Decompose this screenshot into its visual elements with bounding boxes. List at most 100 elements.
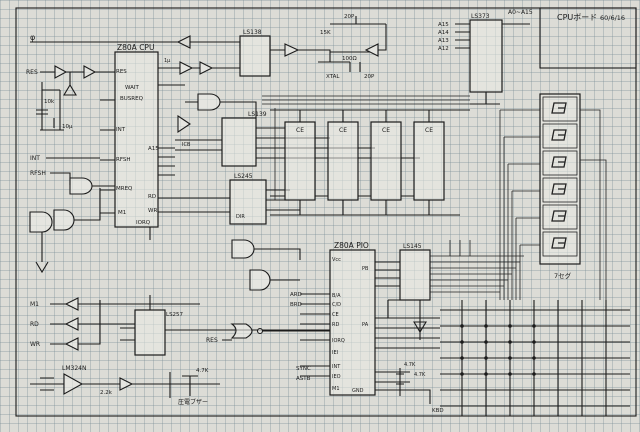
pio-pin-pb: PB (362, 266, 369, 272)
rd-input-label: RD (30, 321, 39, 328)
or-gate-1 (230, 323, 253, 339)
and-gate-3 (53, 209, 75, 231)
clk-buffer-1 (179, 61, 194, 75)
seven-seg-label: 7セグ (554, 271, 572, 280)
seven-seg-panel (539, 93, 581, 265)
osc-inverter-1 (284, 43, 300, 57)
pio-pin-ba: B/A (332, 293, 341, 299)
lm324-opamp (63, 373, 84, 395)
ls145-chip (399, 249, 431, 301)
mem1-ce: CE (296, 127, 304, 134)
pio-pin-ieo: IEO (332, 374, 341, 380)
pio-pin-vcc: Vcc (332, 257, 341, 263)
res-label: RES (26, 69, 38, 76)
pio-pin-gnd: GND (352, 388, 364, 394)
nand-gate-2 (249, 269, 271, 291)
mem4-ce: CE (425, 127, 433, 134)
a15-in: A15 (438, 22, 449, 28)
cpu-pin-rd: RD (148, 194, 156, 200)
ls245-dir: DIR (236, 214, 245, 220)
mem3-ce: CE (382, 127, 390, 134)
rd-buffer (64, 317, 79, 331)
c1-label: 20P (344, 14, 355, 20)
ls139-label: LS139 (248, 111, 267, 118)
r7-label: 4.7K (414, 372, 426, 378)
astb-label: ASTB (296, 376, 311, 382)
cpu-pin-wr: WR (148, 208, 157, 214)
title-block (539, 7, 637, 69)
ls139-chip (221, 117, 257, 167)
ls373-label: LS373 (471, 13, 490, 20)
buzzer-driver (119, 377, 134, 391)
and-gate-4 (197, 93, 221, 111)
pio-pin-int: INT (332, 364, 341, 370)
phi-label: φ (30, 33, 35, 42)
ba-addr: ARD (290, 292, 302, 298)
cpu-pin-res: RES (116, 69, 127, 75)
c2-label: 20P (364, 74, 375, 80)
osc-inverter-2 (364, 43, 379, 57)
wr-buffer (64, 337, 79, 351)
z80-pio-chip (329, 249, 376, 396)
date-text: 60/6/16 (600, 14, 625, 22)
memory-chip-3 (370, 121, 402, 201)
clk-buffer-2 (199, 61, 214, 75)
seven-seg-digits (542, 96, 578, 257)
ls145-label: LS145 (403, 243, 422, 250)
r1-label: 10k (44, 99, 55, 105)
pio-pin-cd: C/D (332, 302, 341, 308)
pio-pin-m1: M1 (332, 386, 340, 392)
pio-pin-iorq: IORQ (332, 338, 345, 344)
res-buffer-2 (83, 65, 97, 79)
r2-label: 15K (320, 30, 331, 36)
a12-in: A12 (438, 46, 449, 52)
and-gate-1 (69, 177, 93, 195)
z80-cpu-label: Z80A CPU (117, 43, 154, 52)
piezo-label: 圧電ブザー (178, 398, 208, 406)
cpu-pin-iorq: IORQ (136, 220, 151, 226)
pio-pin-iei: IEI (332, 350, 338, 356)
a14-in: A14 (438, 30, 449, 36)
res-buffer-1 (54, 65, 68, 79)
res-gate-label: RES (206, 337, 218, 344)
cpu-pin-mreq: MREQ (116, 186, 133, 192)
pio-pin-ce: CE (332, 312, 339, 318)
z80-pio-label: Z80A PIO (334, 241, 369, 250)
left-int-label: INT (30, 155, 40, 162)
m1-input-label: M1 (30, 301, 39, 308)
r4-label: 4.7K (196, 368, 209, 374)
inverter-1 (177, 114, 191, 134)
r5-label: 2.2k (100, 390, 113, 396)
pio-pin-pa: PA (362, 322, 369, 328)
cpu-pin-a15: A15 (148, 146, 159, 152)
r3-label: 100Ω (342, 56, 357, 62)
keyboard-matrix (440, 300, 630, 416)
ls245-label: LS245 (234, 173, 253, 180)
xtal-label: XTAL (326, 74, 340, 80)
cpu-pin-rfsh: RFSH (116, 157, 131, 163)
ls257-label: LS257 (166, 312, 184, 318)
icb-label: ICB (182, 142, 191, 148)
left-rfsh-label: RFSH (30, 170, 46, 177)
a13-in: A13 (438, 38, 449, 44)
ls373-chip (469, 19, 503, 93)
and-gate-2 (29, 211, 53, 233)
z80-cpu-chip (114, 51, 159, 228)
cpu-pin-busreq: BUSREQ (120, 96, 144, 102)
nand-gate-1 (231, 239, 255, 259)
mem2-ce: CE (339, 127, 347, 134)
lm324-label: LM324N (62, 365, 86, 372)
cpu-pin-m1: M1 (118, 210, 126, 216)
title-text: CPUボード (557, 13, 597, 22)
c3-label: 10μ (62, 124, 73, 130)
phi-line (30, 35, 191, 49)
kbd-label: KBD (432, 408, 444, 414)
cpu-pin-wait: WAIT (125, 85, 140, 91)
m1-buffer (64, 297, 79, 311)
c4-label: 1μ (164, 58, 171, 64)
ls245-chip (229, 179, 267, 225)
r6-label: 4.7K (404, 362, 416, 368)
sheet-border (15, 7, 637, 417)
cd-addr: BRD (290, 302, 302, 308)
